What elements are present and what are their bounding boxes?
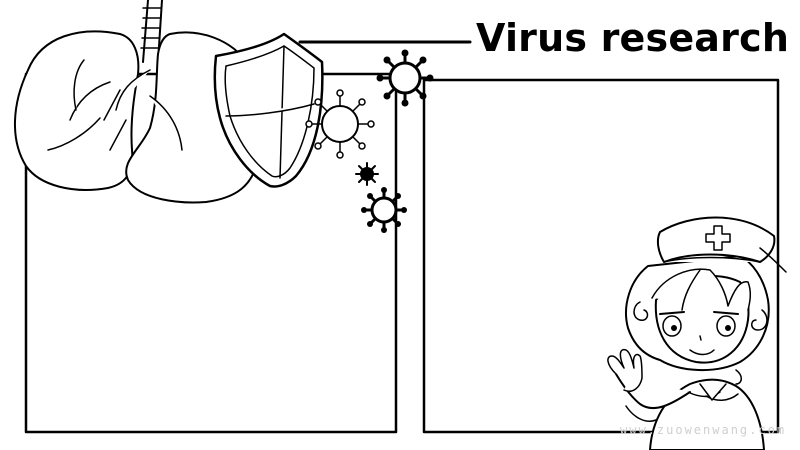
page-title: Virus research	[476, 16, 790, 60]
virus-icon	[305, 49, 434, 233]
right-frame	[422, 78, 780, 434]
nurse-icon	[607, 216, 787, 450]
watermark: www.zuowenwang.com	[620, 423, 787, 437]
shield-icon	[213, 32, 324, 188]
medical-cross-icon	[705, 225, 731, 251]
